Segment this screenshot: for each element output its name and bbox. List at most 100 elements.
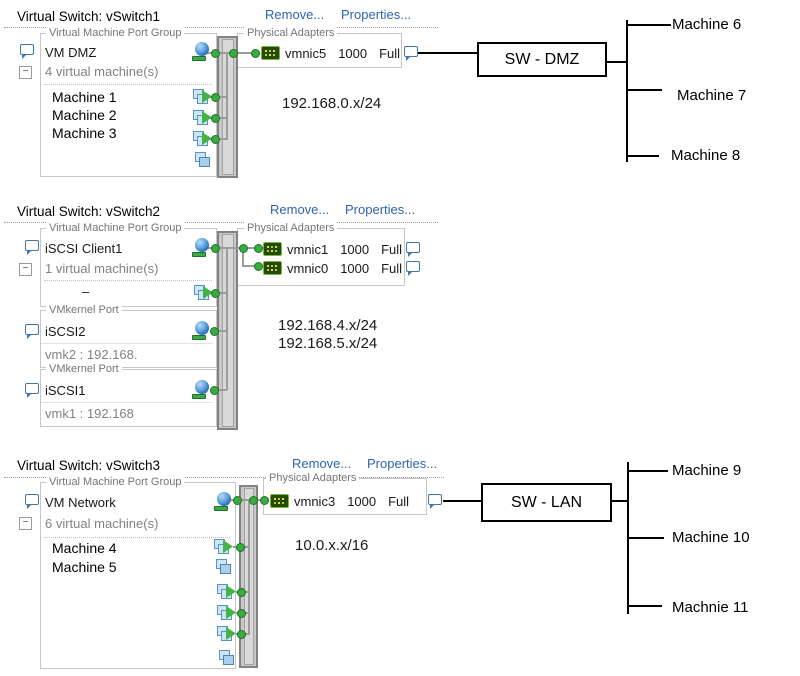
vmkernel-port-name: iSCSI2 xyxy=(45,324,86,339)
vm-count-label: 4 virtual machine(s) xyxy=(45,64,159,79)
vm-count-label: 6 virtual machine(s) xyxy=(45,516,159,531)
adapter-name: vmnic0 xyxy=(287,261,329,276)
note-bubble-icon xyxy=(404,46,418,61)
nic-adapter-icon xyxy=(263,242,282,256)
vswitch1-portgroup-box xyxy=(40,33,217,177)
portgroup-globe-icon xyxy=(192,42,209,61)
machine-branch-line xyxy=(627,155,659,157)
vm-poweredon-icon xyxy=(194,285,213,301)
adapter-speed: 1000 xyxy=(347,494,377,509)
inner-dotted-separator xyxy=(44,280,212,281)
uplink-to-switch-line xyxy=(417,52,477,54)
note-bubble-icon xyxy=(25,324,39,339)
external-machine-label: Machine 7 xyxy=(677,87,747,104)
bar-internal-line xyxy=(226,248,228,390)
note-bubble-icon xyxy=(25,383,39,398)
portgroup-box-label: Virtual Machine Port Group xyxy=(46,476,185,488)
connection-dot xyxy=(254,244,263,253)
physical-switch-box: SW - LAN xyxy=(481,483,612,522)
bar-internal-line xyxy=(248,500,250,635)
vm-name: – xyxy=(82,284,90,299)
vswitch1-remove-link[interactable]: Remove... xyxy=(265,7,325,22)
adapter-speed: 1000 xyxy=(338,46,368,61)
nic-adapter-icon xyxy=(261,46,280,60)
portgroup-box-label: Virtual Machine Port Group xyxy=(46,222,185,234)
trunk-vertical-line xyxy=(626,20,628,162)
collapse-expander-icon[interactable]: − xyxy=(19,517,32,530)
uplink-connector-line xyxy=(225,499,267,501)
connection-dot xyxy=(254,262,263,271)
connection-dot xyxy=(237,609,246,618)
note-bubble-icon xyxy=(428,494,442,509)
connection-dot xyxy=(211,244,220,253)
connection-dot xyxy=(237,630,246,639)
adapter-row: vmnic0 1000 Full xyxy=(287,261,402,276)
connection-dot xyxy=(239,244,248,253)
section-separator xyxy=(4,222,438,223)
physical-adapters-label: Physical Adapters xyxy=(244,27,338,39)
adapter-name: vmnic5 xyxy=(285,46,327,61)
vm-poweredoff-icon xyxy=(219,650,235,665)
vswitch2-title: Virtual Switch: vSwitch2 xyxy=(17,204,161,219)
collapse-expander-icon[interactable]: − xyxy=(19,66,32,79)
adapter-duplex: Full xyxy=(381,261,403,276)
vm-name: Machine 4 xyxy=(52,540,117,556)
portgroup-name: iSCSI Client1 xyxy=(45,241,123,256)
physical-switch-box: SW - DMZ xyxy=(477,42,607,77)
vswitch3-properties-link[interactable]: Properties... xyxy=(367,456,438,471)
physical-adapters-label: Physical Adapters xyxy=(244,222,338,234)
machine-branch-line xyxy=(627,24,671,26)
vmkernel-box-label: VMkernel Port xyxy=(46,363,122,375)
vswitch2-remove-link[interactable]: Remove... xyxy=(270,202,330,217)
external-machine-label: Machine 8 xyxy=(671,147,741,164)
vswitch3-portgroup-box xyxy=(40,482,236,669)
machine-branch-line xyxy=(627,89,662,91)
connection-dot xyxy=(210,386,219,395)
row-divider xyxy=(41,343,213,344)
vm-name: Machine 3 xyxy=(52,125,117,141)
portgroup-name: VM Network xyxy=(45,495,116,510)
connection-dot xyxy=(211,93,220,102)
connection-dot xyxy=(236,543,245,552)
switch-trunk-line xyxy=(603,61,627,63)
row-divider xyxy=(41,402,213,403)
adapter-speed: 1000 xyxy=(340,261,370,276)
adapter-duplex: Full xyxy=(381,242,403,257)
physical-adapters-label: Physical Adapters xyxy=(266,472,360,484)
external-machine-label: Machnie 11 xyxy=(672,599,749,616)
collapse-expander-icon[interactable]: − xyxy=(19,263,32,276)
switch-trunk-line xyxy=(608,500,628,502)
adapter-name: vmnic3 xyxy=(294,494,336,509)
nic-adapter-icon xyxy=(263,261,282,275)
uplink-to-switch-line xyxy=(443,500,481,502)
vswitch3-remove-link[interactable]: Remove... xyxy=(292,456,352,471)
machine-branch-line xyxy=(628,537,664,539)
connection-dot xyxy=(249,496,258,505)
external-machine-label: Machine 10 xyxy=(672,529,750,546)
machine-branch-line xyxy=(628,605,662,607)
vswitch2-properties-link[interactable]: Properties... xyxy=(345,202,416,217)
vswitch1-properties-link[interactable]: Properties... xyxy=(341,7,412,22)
connection-dot xyxy=(211,289,220,298)
vswitch-bar xyxy=(217,231,238,430)
note-bubble-icon xyxy=(20,44,34,59)
connection-dot xyxy=(211,135,220,144)
vmkernel-port-name: iSCSI1 xyxy=(45,383,86,398)
vm-poweredon-icon xyxy=(193,131,212,147)
uplink-connector-line xyxy=(242,265,263,267)
connection-dot xyxy=(233,496,242,505)
connection-dot xyxy=(260,496,269,505)
subnet-label: 10.0.x.x/16 xyxy=(295,537,369,554)
connection-dot xyxy=(229,49,238,58)
external-machine-label: Machine 9 xyxy=(672,462,742,479)
physical-adapters-box xyxy=(237,228,405,286)
vmkernel-address: vmk2 : 192.168. xyxy=(45,347,138,362)
subnet-label: 192.168.0.x/24 xyxy=(282,95,382,112)
vm-poweredon-icon xyxy=(193,110,212,126)
portgroup-box-label: Virtual Machine Port Group xyxy=(46,27,185,39)
vmkernel-port-box xyxy=(40,310,217,368)
vm-poweredon-icon xyxy=(217,584,236,600)
